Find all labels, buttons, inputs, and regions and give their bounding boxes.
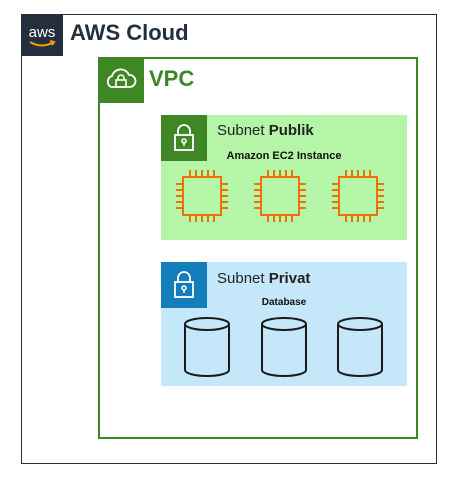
vpc-group	[98, 57, 418, 439]
private-subnet-title-name: Privat	[268, 270, 311, 287]
public-subnet-title: Subnet Publik	[217, 122, 314, 139]
ec2-instances-group	[176, 170, 384, 222]
vpc-cloud-lock-icon	[98, 57, 144, 103]
database-cylinder-icon	[184, 317, 230, 377]
ec2-chip-icon	[176, 170, 228, 222]
aws-logo-icon: aws	[21, 14, 63, 56]
database-cylinder-icon	[261, 317, 307, 377]
database-label: Database	[261, 297, 307, 308]
public-subnet-title-name: Publik	[268, 122, 314, 139]
private-subnet-title: Subnet Privat	[217, 270, 310, 287]
database-cylinder-icon	[337, 317, 383, 377]
ec2-instance-label: Amazon EC2 Instance	[226, 150, 342, 162]
svg-text:aws: aws	[29, 24, 56, 41]
databases-group	[184, 317, 383, 377]
public-subnet-title-prefix: Subnet	[217, 122, 265, 139]
private-subnet-title-prefix: Subnet	[217, 270, 265, 287]
aws-cloud-group	[21, 14, 437, 464]
private-subnet-lock-icon	[161, 262, 207, 308]
public-subnet-lock-icon	[161, 115, 207, 161]
ec2-chip-icon	[332, 170, 384, 222]
aws-cloud-title: AWS Cloud	[70, 20, 189, 45]
vpc-title: VPC	[149, 66, 195, 91]
ec2-chip-icon	[254, 170, 306, 222]
